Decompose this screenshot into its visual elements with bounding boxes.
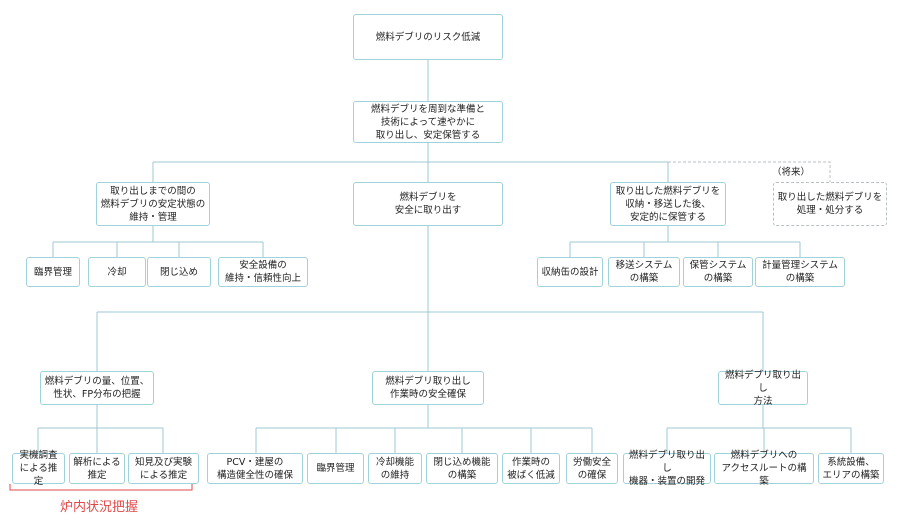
l2-storage-node: 取り出した燃料デブリを 収納・移送した後、 安定的に保管する (610, 182, 726, 226)
l2-disposal-node: 取り出した燃料デブリを 処理・処分する (773, 182, 887, 226)
l3-transport-node: 移送システム の構築 (608, 257, 680, 287)
l3-canister-node: 収納缶の設計 (537, 257, 603, 287)
l5-equipment-dev-node: 燃料デブリ取り出し 機器・装置の開発 (623, 450, 711, 487)
l5-labor-safety-node: 労働安全 の確保 (566, 453, 618, 484)
l4-grasp-node: 燃料デブリの量、位置、 性状、FP分布の把握 (40, 371, 154, 405)
l5-onsite-survey-node: 実機調査 による推定 (12, 450, 65, 487)
l3-storage-system-node: 保管システム の構築 (683, 257, 753, 287)
l4-method-node: 燃料デブリ取り出し 方法 (718, 370, 808, 407)
l2-retrieve-node: 燃料デブリを 安全に取り出す (353, 182, 503, 226)
root-node: 燃料デブリのリスク低減 (353, 14, 503, 60)
future-tag: （将来） (770, 167, 813, 179)
l5-exposure-node: 作業時の 被ばく低減 (502, 453, 560, 484)
l5-analysis-node: 解析による 推定 (69, 453, 125, 484)
l3-cooling-node: 冷却 (88, 257, 146, 287)
l5-structural-node: PCV・建屋の 構造健全性の確保 (207, 453, 303, 484)
reactor-status-label: 炉内状況把握 (60, 500, 139, 515)
l5-criticality-node: 臨界管理 (307, 453, 364, 484)
l5-containment-function-node: 閉じ込め機能 の構築 (426, 453, 498, 484)
l5-knowledge-node: 知見及び実験 による推定 (128, 453, 199, 484)
l3-safety-equipment-node: 安全設備の 維持・信頼性向上 (218, 257, 308, 287)
l3-containment-node: 閉じ込め (147, 257, 211, 287)
l3-criticality-node: 臨界管理 (26, 257, 80, 287)
goal-node: 燃料デブリを周到な準備と 技術によって速やかに 取り出し、安定保管する (353, 101, 503, 143)
l5-system-area-node: 系統設備、 エリアの構築 (818, 453, 884, 484)
l4-work-safety-node: 燃料デブリ取り出し 作業時の安全確保 (372, 371, 484, 405)
l2-maintain-node: 取り出しまでの間の 燃料デブリの安定状態の 維持・管理 (96, 182, 210, 226)
l5-cooling-function-node: 冷却機能 の維持 (368, 453, 422, 484)
l5-access-route-node: 燃料デブリへの アクセスルートの構築 (714, 450, 814, 487)
l3-accounting-node: 計量管理システム の構築 (755, 257, 845, 287)
